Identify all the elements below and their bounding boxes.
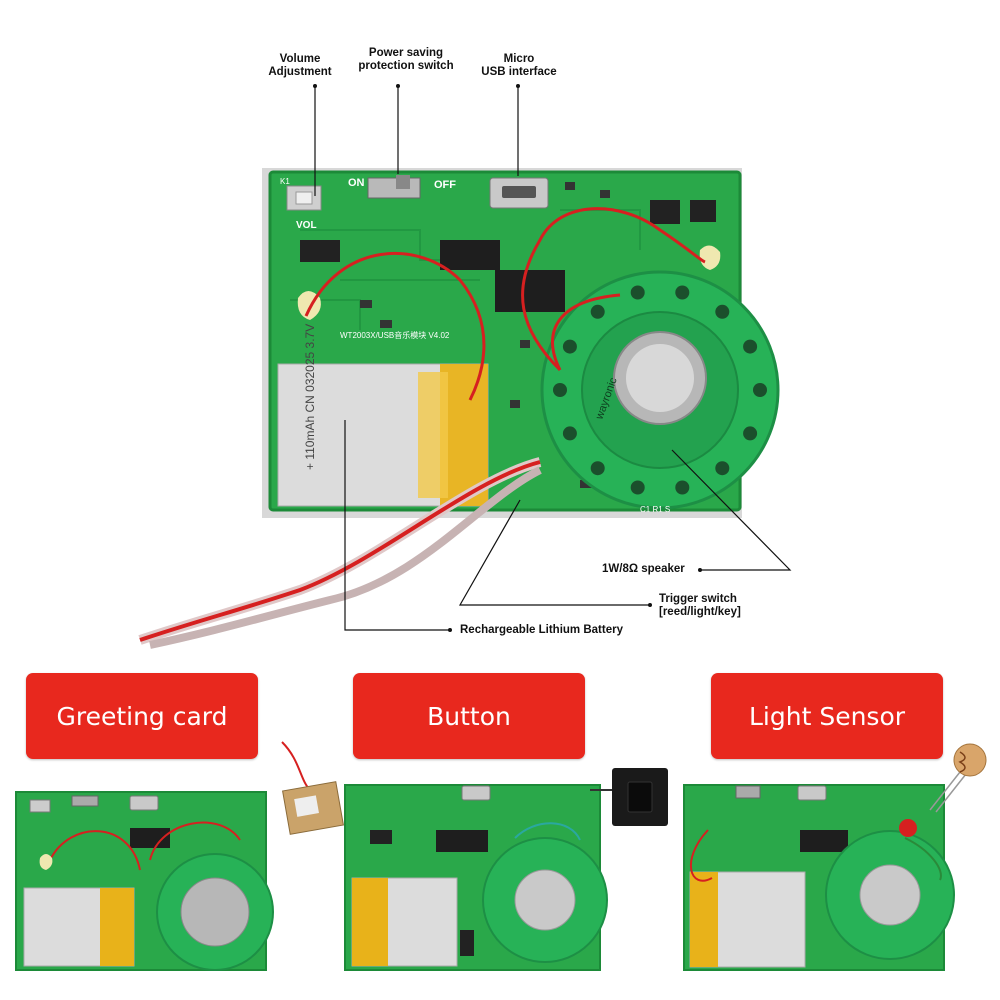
trigger-callout: Trigger switch [reed/light/key] (659, 593, 741, 618)
chip-main (440, 240, 500, 270)
photoresistor (953, 743, 987, 777)
mode-button-button[interactable]: Button (353, 673, 585, 759)
red-wires (304, 207, 706, 401)
speaker-hole (590, 304, 605, 319)
speaker-hole (675, 285, 690, 300)
speaker-hole (743, 426, 758, 441)
speaker-hole (553, 383, 567, 397)
c1-label: C1 R1 S (640, 505, 670, 514)
speaker-hole (562, 426, 577, 441)
k1-label: K1 (280, 177, 290, 186)
speaker-hole (715, 304, 730, 319)
speaker-hole (743, 339, 758, 354)
usb-callout: Micro USB interface (481, 53, 557, 78)
battery-callout: Rechargeable Lithium Battery (460, 624, 623, 636)
variant-button-board (344, 768, 668, 971)
variant-greeting-card-board (15, 741, 344, 971)
power-callout: Power saving protection switch (358, 47, 454, 72)
speaker-hole (675, 480, 690, 495)
speaker-hole (590, 461, 605, 476)
mode-button-light-sensor[interactable]: Light Sensor (711, 673, 943, 759)
off-label: OFF (434, 179, 456, 191)
chip-audio (495, 270, 565, 312)
trigger-cable (138, 457, 542, 649)
callout-lines (314, 86, 792, 631)
battery-print: + 110mAh CN 032025 3.7V (303, 324, 317, 470)
variant-light-sensor-board (683, 743, 987, 971)
speaker-hole (630, 480, 645, 495)
speaker-hole (753, 383, 767, 397)
speaker (540, 270, 780, 510)
version-label: WT2003X/USB音乐模块 V4.02 (340, 330, 450, 340)
mode-button-greeting-card[interactable]: Greeting card (26, 673, 258, 759)
speaker-callout: 1W/8Ω speaker (602, 563, 685, 575)
speaker-hole (715, 461, 730, 476)
speaker-hole (562, 339, 577, 354)
speaker-hole (630, 285, 645, 300)
volume-callout: Volume Adjustment (268, 53, 332, 78)
on-label: ON (348, 177, 365, 189)
vol-label: VOL (296, 220, 317, 231)
